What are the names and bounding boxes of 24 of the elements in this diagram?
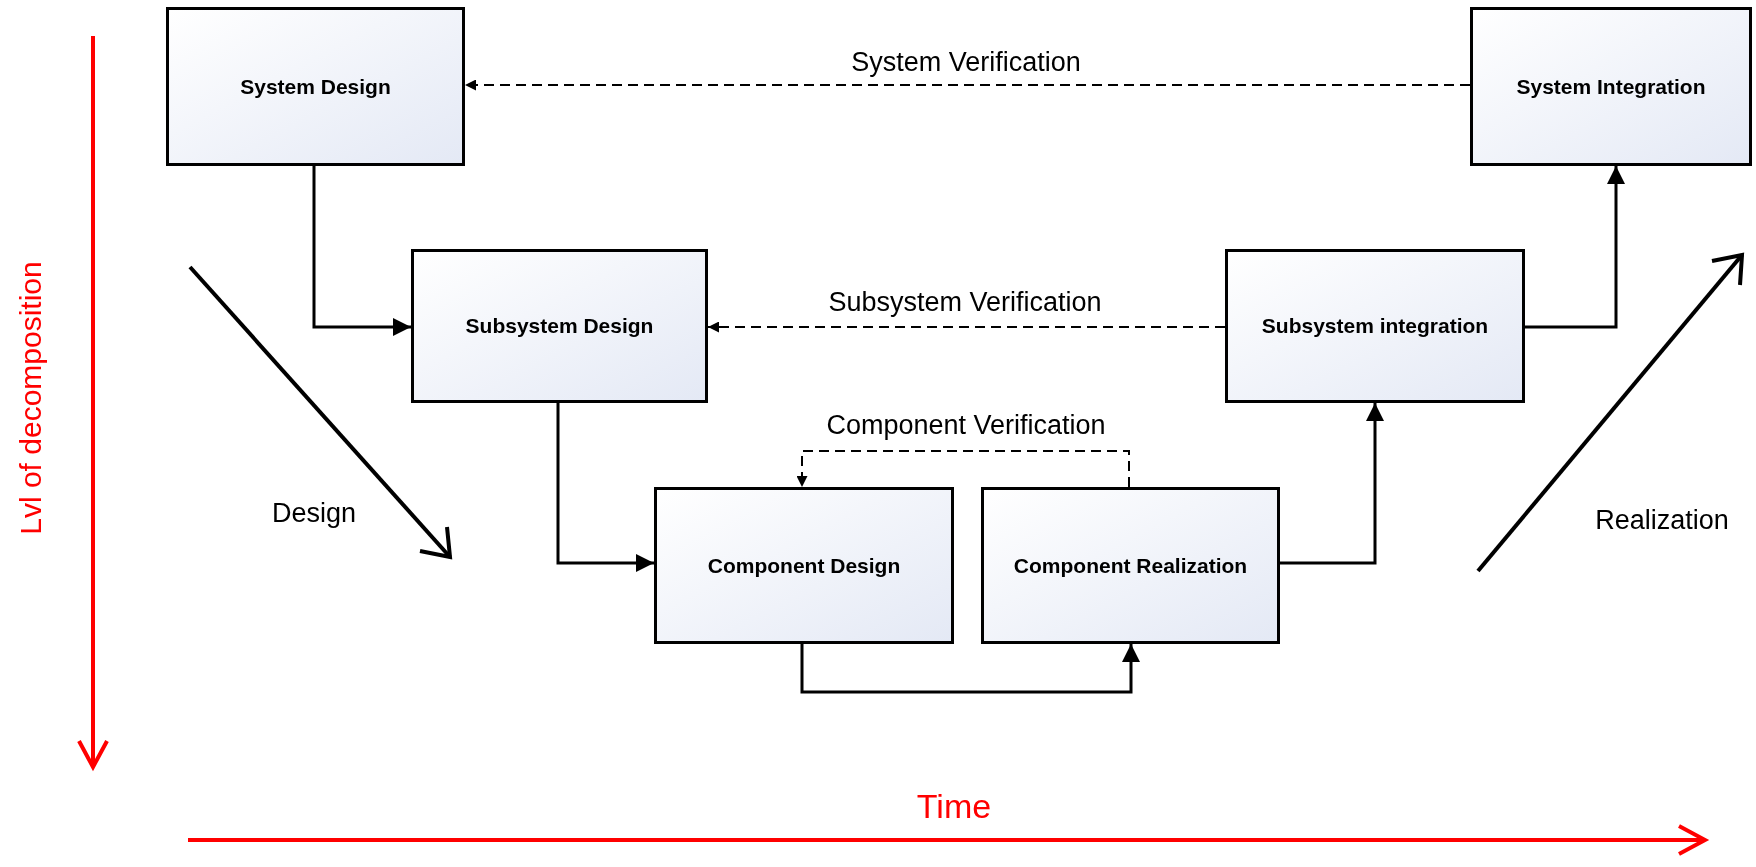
box-title: System Design (240, 73, 391, 100)
box-title: Subsystem Design (465, 313, 654, 340)
process-box (411, 249, 708, 403)
process-box (654, 487, 954, 644)
process-box (981, 487, 1280, 644)
arrow (464, 79, 1471, 91)
arrow (707, 321, 1226, 333)
box-title: Component Realization (1013, 552, 1248, 579)
process-box (1225, 249, 1525, 403)
arrow (796, 450, 1130, 488)
arrow (1525, 166, 1625, 329)
arrow (312, 166, 411, 336)
process-box (166, 7, 465, 166)
box-title: Component Design (707, 552, 901, 579)
axis-label: Lvl of decomposition (12, 261, 48, 535)
text-label: Design (272, 496, 356, 530)
process-box (1470, 7, 1752, 166)
arrow (1280, 403, 1384, 565)
text-label: Realization (1595, 503, 1729, 537)
arrow (556, 403, 654, 572)
text-label: Time (916, 785, 992, 827)
arrow (800, 644, 1140, 694)
box-title: System Integration (1516, 73, 1706, 100)
box-title: Subsystem integration (1261, 313, 1489, 340)
